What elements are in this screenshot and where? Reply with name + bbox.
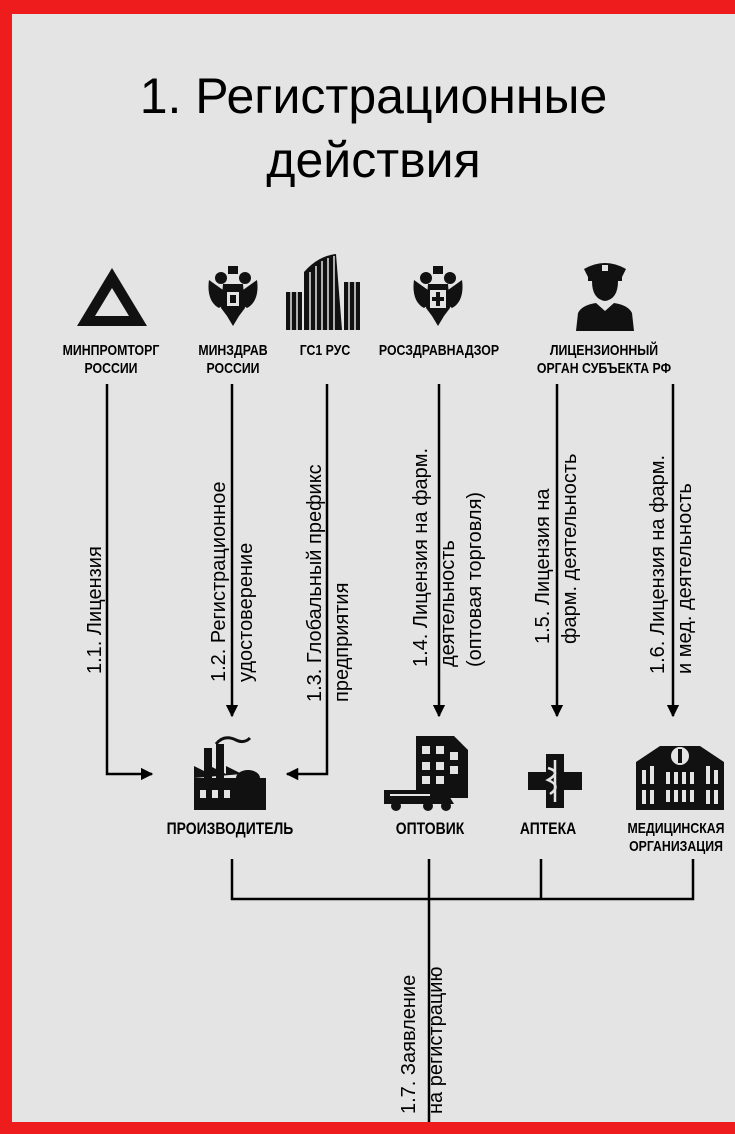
title-line-1: 1. Регистрационные <box>139 68 608 124</box>
double-headed-eagle-icon <box>208 266 258 326</box>
skyscraper-icon <box>286 254 360 330</box>
flow-label-1-7: 1.7. Заявление на регистрацию <box>398 966 447 1114</box>
flow-label-1-6: 1.6. Лицензия на фарм. и мед. деятельнос… <box>647 454 696 674</box>
page-title: 1. Регистрационные действия <box>12 64 735 192</box>
flow-label-1-2: 1.2. Регистрационное удостоверение <box>208 481 257 682</box>
eagle-medical-cross-icon <box>413 266 463 326</box>
flow-label-1-5: 1.5. Лицензия на фарм. деятельность <box>532 453 581 644</box>
arrow-1-1 <box>105 384 154 781</box>
flow-connectors <box>105 384 695 1122</box>
diagram-frame: 1. Регистрационные действия <box>12 14 735 1122</box>
flow-label-1-1: 1.1. Лицензия <box>84 546 106 674</box>
flow-label-1-3: 1.3. Глобальный префикс предприятия <box>304 464 353 702</box>
minpromtorg-logo-icon <box>77 268 147 326</box>
hospital-building-icon <box>636 746 724 810</box>
collector-bracket <box>230 859 695 901</box>
warehouse-truck-icon <box>384 736 468 811</box>
arrow-1-3 <box>285 384 329 781</box>
flow-label-1-4: 1.4. Лицензия на фарм. деятельность (опт… <box>410 447 486 667</box>
org-label-roszdravnadzor: РОСЗДРАВНАДЗОР <box>378 342 500 359</box>
pharmacy-cross-icon <box>528 754 582 808</box>
entity-label-manufacturer: ПРОИЗВОДИТЕЛЬ <box>166 819 294 838</box>
entity-label-pharmacy: АПТЕКА <box>519 819 577 838</box>
officer-icon <box>576 263 634 331</box>
factory-icon <box>194 736 266 810</box>
org-label-gs1-rus: ГС1 РУС <box>299 342 351 359</box>
entity-label-wholesaler: ОПТОВИК <box>395 819 465 838</box>
title-line-2: действия <box>266 132 481 188</box>
